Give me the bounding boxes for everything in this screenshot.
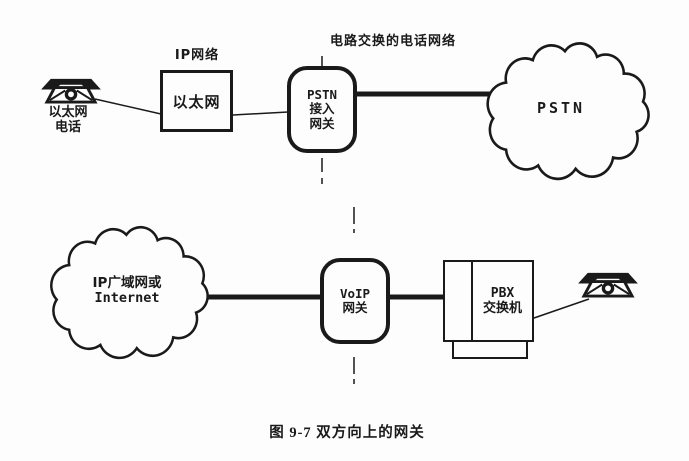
ethernet-node: 以太网 bbox=[160, 70, 233, 132]
voip-gateway-node: VoIP 网关 bbox=[320, 258, 390, 344]
pbx-switch-label-line1: PBX bbox=[490, 286, 515, 301]
pstn-gateway-label-line3: 网关 bbox=[309, 115, 335, 131]
circuit-switched-network-title: 电路交换的电话网络 bbox=[329, 34, 456, 49]
telephone-icon bbox=[40, 77, 102, 104]
pstn-gateway-label-line1: PSTN bbox=[306, 86, 338, 102]
wire-ethernet-to-pstn-gateway bbox=[232, 111, 289, 116]
wire-pbx-to-phone bbox=[533, 298, 590, 319]
voip-gateway-label-line1: VoIP bbox=[339, 285, 371, 301]
pstn-cloud-label: PSTN bbox=[536, 99, 586, 117]
pbx-switch-base bbox=[452, 342, 528, 359]
ip-wan-cloud-label: IP广域网或 Internet bbox=[52, 276, 202, 306]
ethernet-node-label: 以太网 bbox=[172, 92, 221, 111]
ip-wan-cloud-label-line1: IP广域网或 bbox=[92, 275, 162, 291]
voip-gateway-label-line2: 网关 bbox=[342, 300, 368, 315]
ip-network-title: IP网络 bbox=[174, 48, 220, 63]
ethernet-phone-label-line1: 以太网 bbox=[48, 105, 88, 120]
wire-phone-to-ethernet bbox=[94, 98, 162, 115]
ip-wan-cloud-label-line2: Internet bbox=[94, 290, 160, 306]
pbx-switch-label: PBX 交换机 bbox=[473, 262, 532, 340]
ethernet-phone-label-line2: 电话 bbox=[54, 120, 81, 135]
pbx-panel-divider bbox=[471, 261, 473, 341]
pstn-gateway-label-line2: 接入 bbox=[309, 101, 335, 117]
telephone-icon bbox=[577, 271, 639, 298]
pbx-switch-node: PBX 交换机 bbox=[443, 260, 534, 342]
figure-caption: 图 9-7 双方向上的网关 bbox=[269, 425, 425, 441]
pbx-switch-label-line2: 交换机 bbox=[482, 301, 522, 316]
ethernet-phone-label: 以太网 电话 bbox=[30, 105, 106, 135]
pstn-access-gateway-node: PSTN 接入 网关 bbox=[287, 66, 357, 153]
